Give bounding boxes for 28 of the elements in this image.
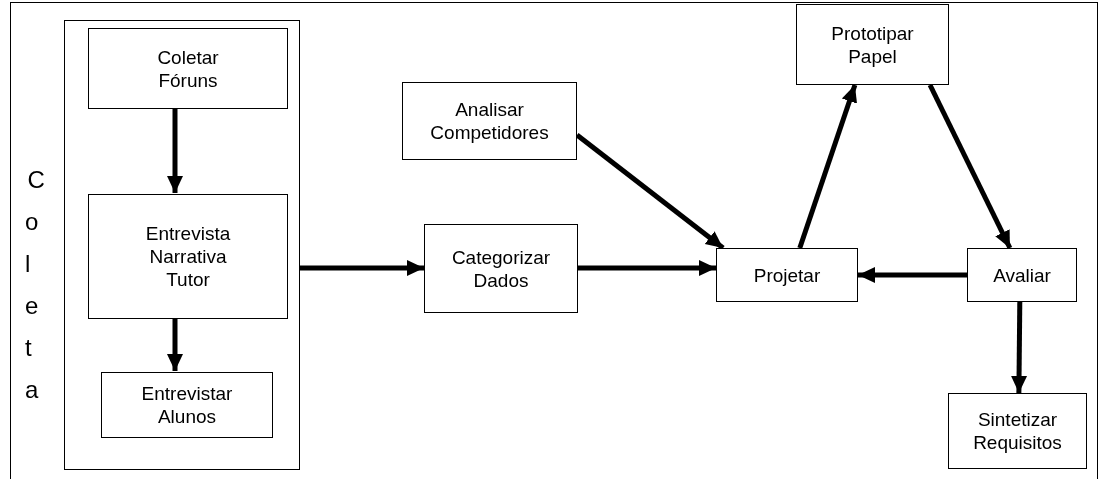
- process-box: [796, 4, 949, 85]
- arrow: [927, 83, 1013, 250]
- process-box: [402, 82, 577, 160]
- step-label: Coletar Fóruns: [156, 45, 220, 92]
- step-label: Entrevistar Alunos: [140, 382, 234, 428]
- step-label: Categorizar Dados: [450, 245, 552, 292]
- step-label: Projetar: [753, 263, 821, 287]
- arrow: [797, 84, 858, 249]
- process-box: [101, 372, 273, 438]
- process-box: [967, 248, 1077, 302]
- step-label: Sintetizar Requisitos: [972, 408, 1063, 454]
- arrow: [167, 108, 183, 193]
- arrow: [167, 318, 183, 371]
- step-label: Entrevista Narrativa Tutor: [144, 222, 232, 291]
- step-label: Avaliar: [993, 263, 1051, 287]
- step-label: Prototipar Papel: [830, 21, 915, 68]
- process-box: [948, 393, 1087, 469]
- group-heading: Coleta: [25, 165, 49, 405]
- arrow: [578, 260, 716, 276]
- arrow: [1011, 301, 1028, 394]
- process-box: [716, 248, 858, 302]
- step-label: Analisar Competidores: [429, 98, 550, 144]
- arrow: [858, 267, 967, 283]
- process-box: [424, 224, 578, 313]
- process-box: [88, 194, 288, 319]
- process-box: [88, 28, 288, 109]
- arrow: [575, 133, 725, 250]
- arrow: [300, 259, 424, 276]
